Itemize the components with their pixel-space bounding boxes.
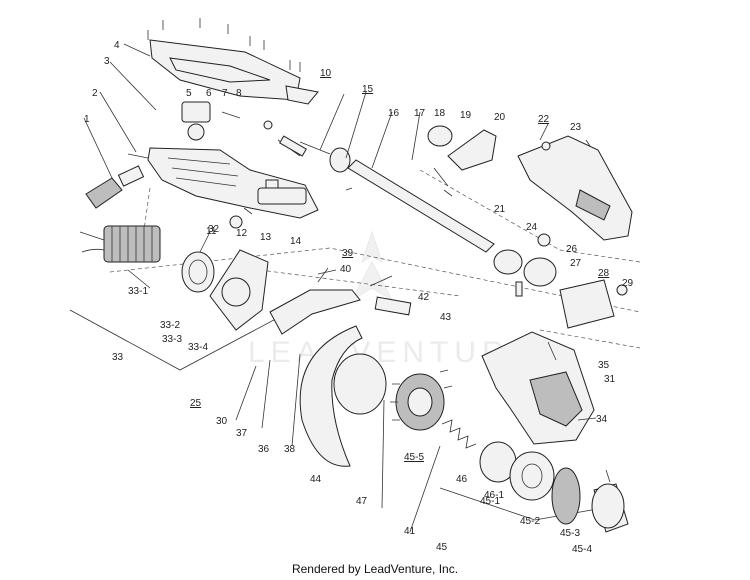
callout-2: 2 <box>92 88 98 99</box>
switch-components <box>181 101 307 157</box>
callout-33: 33 <box>112 352 124 363</box>
guard-support-arm <box>269 269 412 335</box>
callout-6: 6 <box>206 88 212 99</box>
callout-38: 38 <box>284 444 296 455</box>
callout-30: 30 <box>216 416 228 427</box>
callout-18: 18 <box>434 108 446 119</box>
callout-22: 22 <box>538 114 550 125</box>
callout-39: 39 <box>342 248 354 259</box>
screw-set-top <box>147 18 301 72</box>
watermark-text: LEADVENTURE <box>248 336 536 369</box>
callout-20: 20 <box>494 112 506 123</box>
callout-36: 36 <box>258 444 270 455</box>
callout-44: 44 <box>310 474 322 485</box>
callout-29: 29 <box>622 278 634 289</box>
callout-45-3: 45-3 <box>560 528 580 539</box>
callout-21: 21 <box>494 204 506 215</box>
callout-25: 25 <box>190 398 202 409</box>
callout-14: 14 <box>290 236 302 247</box>
callout-45: 45 <box>436 542 448 553</box>
upper-housing-plate <box>149 39 319 105</box>
trimmer-shaft-tube <box>299 141 495 253</box>
callout-34: 34 <box>596 414 608 425</box>
callout-37: 37 <box>236 428 248 439</box>
callout-35: 35 <box>598 360 610 371</box>
callout-19: 19 <box>460 110 472 121</box>
footer-credit: Rendered by LeadVenture, Inc. <box>291 562 459 576</box>
trimmer-guard <box>299 325 363 467</box>
line-spool-assembly <box>479 441 629 533</box>
leadventure-watermark-logo: LEADVENTURE <box>248 230 536 369</box>
callout-45-4: 45-4 <box>572 544 592 555</box>
callout-33-4: 33-4 <box>188 342 208 353</box>
callout-33-2: 33-2 <box>160 320 180 331</box>
callout-40: 40 <box>340 264 352 275</box>
callout-11: 11 <box>206 226 217 237</box>
callout-26: 26 <box>566 244 578 255</box>
callout-12: 12 <box>236 228 248 239</box>
callout-8: 8 <box>236 88 242 99</box>
callout-41: 41 <box>404 526 416 537</box>
callout-46-1: 46-1 <box>484 490 504 501</box>
extension-sleeve <box>559 279 628 329</box>
gear-head-housing <box>481 331 595 445</box>
callout-31: 31 <box>604 374 616 385</box>
handle-cover <box>517 135 633 241</box>
callout-33-3: 33-3 <box>162 334 182 345</box>
callout-labels: 1 2 3 4 5 6 7 8 10 11 12 13 14 15 16 17 … <box>84 40 634 555</box>
callout-47: 47 <box>356 496 368 507</box>
parts-diagram: LEADVENTURE <box>69 18 641 555</box>
electric-motor <box>79 225 161 263</box>
callout-3: 3 <box>104 56 110 67</box>
callout-43: 43 <box>440 312 452 323</box>
motor-bearing-ring <box>181 251 215 293</box>
callout-45-2: 45-2 <box>520 516 540 527</box>
callout-4: 4 <box>114 40 120 51</box>
callout-leader-lines <box>83 43 597 533</box>
callout-7: 7 <box>222 88 228 99</box>
callout-15: 15 <box>362 84 374 95</box>
callout-17: 17 <box>414 108 426 119</box>
callout-16: 16 <box>388 108 400 119</box>
callout-28: 28 <box>598 268 610 279</box>
shaft-collar-parts <box>493 233 557 297</box>
callout-45-5: 45-5 <box>404 452 424 463</box>
callout-13: 13 <box>260 232 272 243</box>
callout-1: 1 <box>84 114 90 125</box>
fan-mount-plate <box>209 249 269 331</box>
callout-33-1: 33-1 <box>128 286 148 297</box>
callout-32: 32 <box>208 224 220 235</box>
callout-24: 24 <box>526 222 538 233</box>
callout-46: 46 <box>456 474 468 485</box>
drive-spring <box>441 419 477 449</box>
motor-housing-left <box>147 147 319 219</box>
callout-45-1: 45-1 <box>480 496 500 507</box>
housing-fasteners <box>229 179 279 229</box>
callout-42: 42 <box>418 292 430 303</box>
callout-23: 23 <box>570 122 582 133</box>
assist-handle <box>427 125 497 197</box>
power-cord-connector <box>85 153 149 209</box>
callout-27: 27 <box>570 258 582 269</box>
callout-10: 10 <box>320 68 332 79</box>
cutter-fan-assembly <box>333 353 453 431</box>
callout-5: 5 <box>186 88 192 99</box>
